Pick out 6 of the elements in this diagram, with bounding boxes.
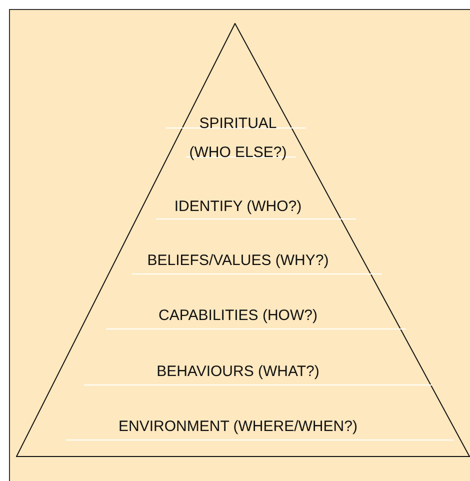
pyramid-level-label: BEHAVIOURS (WHAT?): [156, 362, 320, 382]
pyramid-level-label: ENVIRONMENT (WHERE/WHEN?): [118, 417, 358, 437]
pyramid-level-label: IDENTIFY (WHO?): [173, 197, 303, 217]
pyramid-level-label: SPIRITUAL (WHO ELSE?): [188, 114, 288, 163]
pyramid-level-label: BELIEFS/VALUES (WHY?): [146, 251, 330, 271]
pyramid-level-label: CAPABILITIES (HOW?): [158, 306, 318, 326]
